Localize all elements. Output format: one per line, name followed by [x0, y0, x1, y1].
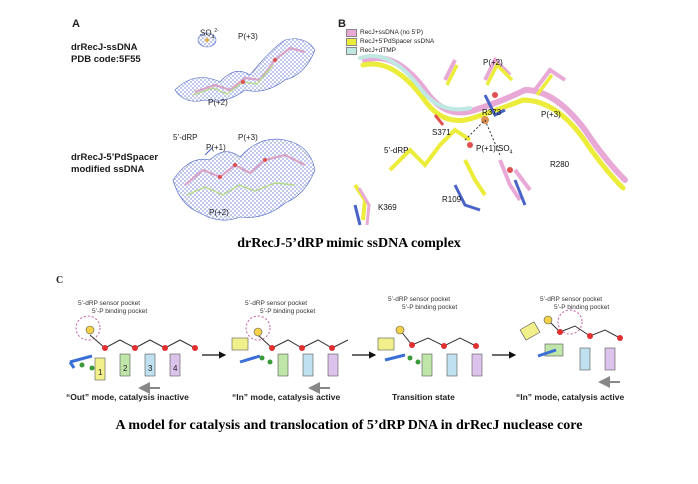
- stage-in-mode-2: [519, 309, 623, 388]
- pocket-drp-label-3: 5’-dRP sensor pocket: [388, 296, 451, 303]
- legend-item-yellow: RecJ+5’PdSpacer ssDNA: [346, 37, 434, 46]
- pocket-p-label-4: 5’-P binding pocket: [554, 304, 610, 311]
- pocket-drp-label-4: 5’-dRP sensor pocket: [540, 296, 603, 303]
- legend-text-cyan: RecJ+dTMP: [360, 47, 396, 54]
- mode-caption-1: “Out” mode, catalysis inactive: [66, 392, 189, 402]
- pocket-p-label-3: 5’-P binding pocket: [402, 304, 458, 311]
- box-number-3: 3: [148, 364, 153, 373]
- panel-a-bottom-subtitle: modified ssDNA: [71, 164, 145, 175]
- panel-a-label: A: [72, 18, 80, 30]
- legend-swatch-yellow: [346, 37, 357, 46]
- pocket-p-label-2: 5’-P binding pocket: [260, 308, 316, 315]
- stage-in-mode-1: [231, 315, 349, 394]
- panel-c-schematic: [68, 309, 623, 394]
- mode-caption-3: Transition state: [392, 392, 455, 402]
- mode-caption-4: “In” mode, catalysis active: [516, 392, 625, 402]
- label-k369: K369: [378, 203, 397, 212]
- panel-b-legend: RecJ+ssDNA (no 5’P) RecJ+5’PdSpacer ssDN…: [346, 28, 434, 55]
- label-p2-b: P(+2): [483, 58, 503, 67]
- stage-transition: [377, 325, 483, 377]
- label-p1-a: P(+1): [206, 143, 226, 152]
- legend-swatch-pink: [346, 28, 357, 37]
- label-s371: S371: [432, 128, 451, 137]
- panel-a-pdb-code: PDB code:5F55: [71, 54, 141, 65]
- caption-model: A model for catalysis and translocation …: [115, 418, 583, 433]
- stage-out-mode: [68, 315, 198, 394]
- label-p2-bottom: P(+2): [209, 208, 229, 217]
- label-p2-top: P(+2): [208, 98, 228, 107]
- box-number-4: 4: [173, 364, 178, 373]
- box-number-2: 2: [123, 364, 128, 373]
- legend-item-cyan: RecJ+dTMP: [346, 46, 434, 55]
- legend-swatch-cyan: [346, 46, 357, 55]
- legend-item-pink: RecJ+ssDNA (no 5’P): [346, 28, 434, 37]
- box-number-1: 1: [98, 368, 103, 377]
- label-r280: R280: [550, 160, 570, 169]
- pocket-drp-label-1: 5’-dRP sensor pocket: [78, 300, 141, 307]
- panel-b-label: B: [338, 18, 346, 30]
- label-r373: R373: [482, 108, 502, 117]
- pocket-drp-label-2: 5’-dRP sensor pocket: [245, 300, 308, 307]
- label-p3-b: P(+3): [541, 110, 561, 119]
- label-5drp-a: 5’-dRP: [173, 133, 198, 142]
- panel-a-top-density-map: [174, 32, 316, 102]
- panel-a-top-title-text: drRecJ-ssDNA: [71, 42, 138, 53]
- label-p1-so4: P(+1)/SO4: [476, 144, 513, 156]
- panel-c-label: C: [56, 275, 64, 286]
- label-p3-bottom: P(+3): [238, 133, 258, 142]
- pocket-p-label-1: 5’-P binding pocket: [92, 308, 148, 315]
- panel-a-bottom-title-text: drRecJ-5’PdSpacer: [71, 152, 159, 163]
- label-so4: SO42-: [200, 28, 219, 41]
- label-r109: R109: [442, 195, 462, 204]
- label-p3-top: P(+3): [238, 32, 258, 41]
- caption-complex: drRecJ-5’dRP mimic ssDNA complex: [237, 236, 461, 251]
- legend-text-pink: RecJ+ssDNA (no 5’P): [360, 29, 424, 36]
- mode-caption-2: “In” mode, catalysis active: [232, 392, 341, 402]
- panel-a-bottom-density-map: [172, 138, 316, 221]
- legend-text-yellow: RecJ+5’PdSpacer ssDNA: [360, 38, 435, 45]
- panel-a-top-title: drRecJ-ssDNA PDB code:5F55: [71, 42, 171, 66]
- panel-b-structure: [353, 54, 628, 226]
- label-5drp-b: 5’-dRP: [384, 146, 409, 155]
- panel-a-bottom-title: drRecJ-5’PdSpacer modified ssDNA: [71, 152, 181, 176]
